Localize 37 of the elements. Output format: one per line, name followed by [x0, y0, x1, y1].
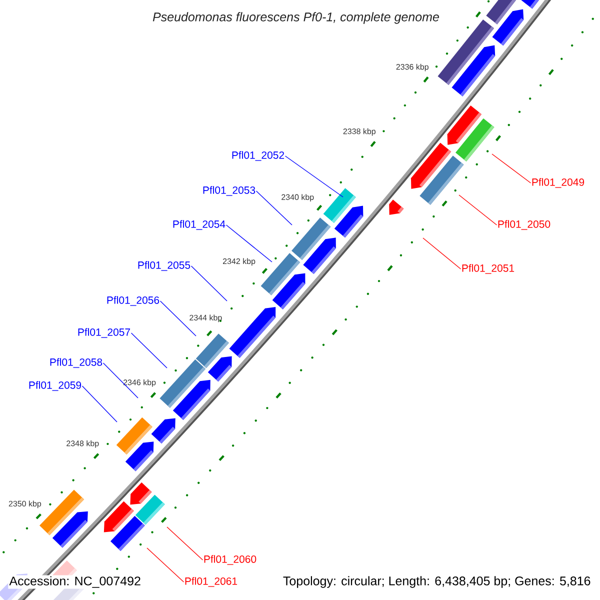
genome-info-text: Topology: circular; Length: 6,438,405 bp; Genes: 5,816 — [282, 575, 592, 589]
leader-line — [102, 362, 138, 398]
leader-line — [146, 548, 184, 582]
leader-line — [130, 332, 168, 368]
leader-line — [422, 238, 462, 270]
leader-line — [256, 190, 292, 226]
leader-line — [166, 526, 204, 560]
leader-line — [284, 156, 344, 198]
leader-line — [492, 154, 532, 184]
leader-line — [160, 300, 196, 336]
gene-label: Pfl01_2055 — [138, 261, 190, 271]
scale-label: 2342 kbp — [223, 258, 256, 266]
leader-line — [190, 266, 228, 302]
gene-label: Pfl01_2051 — [462, 264, 514, 274]
gene-label: Pfl01_2054 — [173, 220, 226, 230]
scale-label: 2340 kbp — [282, 194, 314, 202]
gene-label: Pfl01_2060 — [204, 555, 256, 565]
gene-label: Pfl01_2053 — [203, 186, 256, 196]
gene-label: Pfl01_2056 — [107, 296, 160, 306]
gene-label: Pfl01_2058 — [50, 358, 102, 368]
gene-label: Pfl01_2050 — [498, 220, 550, 230]
leader-line — [82, 386, 118, 422]
gene-label: Pfl01_2049 — [532, 178, 584, 188]
gene-label: Pfl01_2052 — [232, 151, 284, 161]
title: Pseudomonas fluorescens Pf0-1, complete genome — [152, 12, 439, 24]
scale-label: 2346 kbp — [124, 379, 156, 387]
leader-line — [226, 224, 272, 262]
accession-text: Accession: NC_007492 — [8, 575, 142, 589]
gene-label: Pfl01_2061 — [185, 577, 238, 587]
gene-label: Pfl01_2059 — [29, 381, 82, 391]
scale-label: 2336 kbp — [396, 64, 428, 72]
scale-label: 2350 kbp — [8, 500, 42, 508]
gene-label: Pfl01_2057 — [78, 328, 130, 338]
scale-label: 2348 kbp — [66, 440, 99, 448]
scale-label: 2338 kbp — [343, 128, 376, 136]
leader-line — [458, 194, 498, 226]
scale-label: 2344 kbp — [190, 314, 222, 322]
